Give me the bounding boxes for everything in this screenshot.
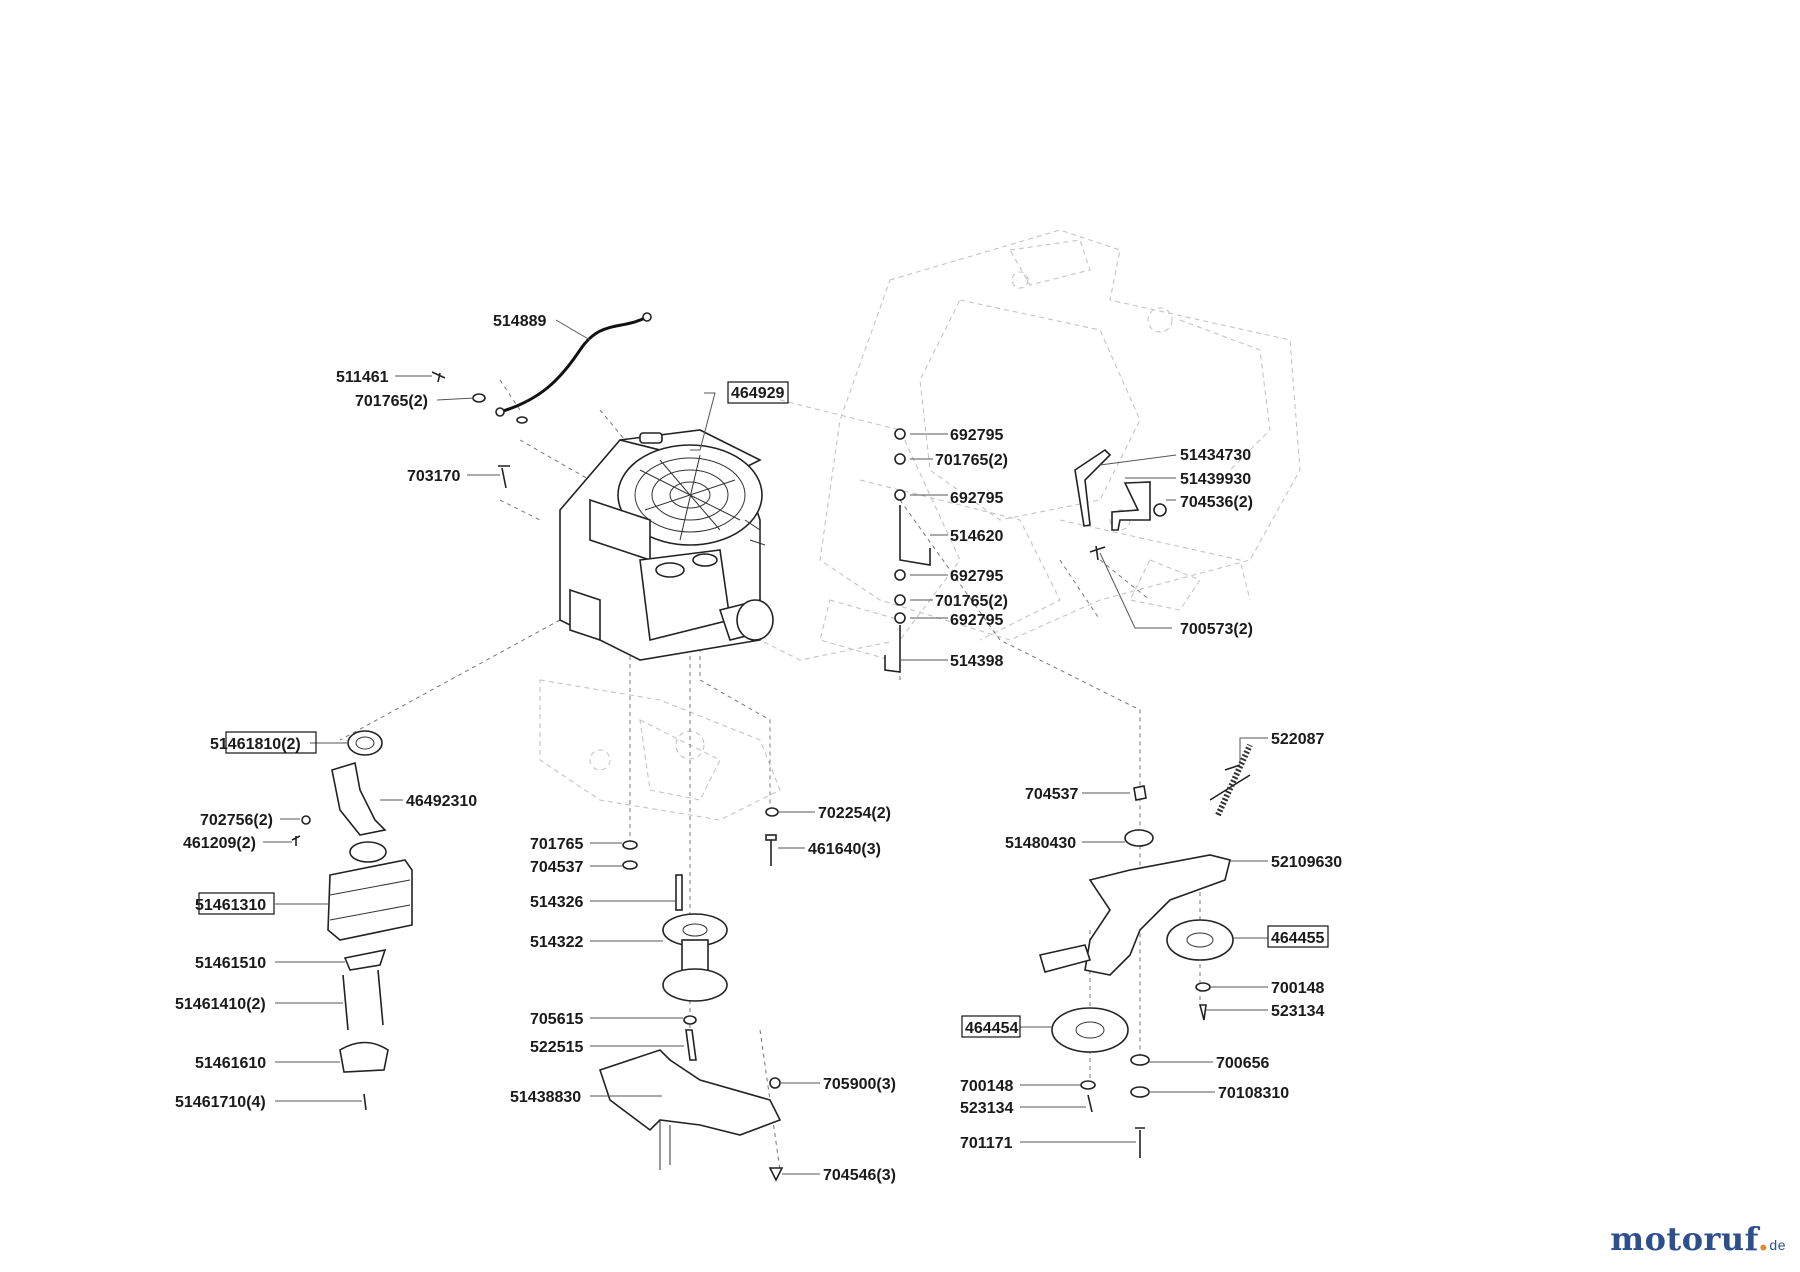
label-522515: 522515 — [530, 1039, 583, 1056]
label-705615: 705615 — [530, 1011, 583, 1028]
watermark-suffix: de — [1769, 1237, 1786, 1253]
label-700148-a: 700148 — [1271, 980, 1324, 997]
label-523134-b: 523134 — [960, 1100, 1013, 1117]
label-514398: 514398 — [950, 653, 1003, 670]
label-46492310: 46492310 — [406, 793, 477, 810]
label-701765-2-b: 701765(2) — [935, 452, 1008, 469]
label-70108310: 70108310 — [1218, 1085, 1289, 1102]
label-51434730: 51434730 — [1180, 447, 1251, 464]
watermark-dot: . — [1757, 1220, 1770, 1258]
watermark-brand: motoruf — [1610, 1220, 1758, 1258]
label-51461710-4: 51461710(4) — [175, 1094, 266, 1111]
part-labels: 514889 511461 701765(2) 464929 703170 69… — [175, 313, 1342, 1184]
brackets — [1074, 448, 1167, 561]
exhaust-parts — [291, 730, 413, 1111]
label-700573-2: 700573(2) — [1180, 621, 1253, 638]
label-461209-2: 461209(2) — [183, 835, 256, 852]
engine-assembly — [559, 429, 774, 661]
label-704537-a: 704537 — [530, 859, 583, 876]
label-704536-2: 704536(2) — [1180, 494, 1253, 511]
label-701171: 701171 — [960, 1135, 1013, 1152]
label-51461410-2: 51461410(2) — [175, 996, 266, 1013]
label-52109630: 52109630 — [1271, 854, 1342, 871]
label-692795-c: 692795 — [950, 568, 1003, 585]
label-514326: 514326 — [530, 894, 583, 911]
label-702254-2: 702254(2) — [818, 805, 891, 822]
label-51439930: 51439930 — [1180, 471, 1251, 488]
label-704537-b: 704537 — [1025, 786, 1078, 803]
label-701765: 701765 — [530, 836, 583, 853]
label-692795-d: 692795 — [950, 612, 1003, 629]
label-51461610: 51461610 — [195, 1055, 266, 1072]
label-514620: 514620 — [950, 528, 1003, 545]
label-701765-2-a: 701765(2) — [355, 393, 428, 410]
label-514322: 514322 — [530, 934, 583, 951]
label-701765-2-c: 701765(2) — [935, 593, 1008, 610]
label-464454: 464454 — [965, 1020, 1018, 1037]
label-703170: 703170 — [407, 468, 460, 485]
center-pulley-assembly — [598, 840, 784, 1182]
label-51461810-2: 51461810(2) — [210, 736, 301, 753]
label-frames — [198, 381, 1329, 1038]
label-51480430: 51480430 — [1005, 835, 1076, 852]
idler-assembly — [1038, 743, 1253, 1158]
rod-hardware — [884, 428, 931, 673]
label-692795-b: 692795 — [950, 490, 1003, 507]
label-51461310: 51461310 — [195, 897, 266, 914]
label-700148-b: 700148 — [960, 1078, 1013, 1095]
label-692795-a: 692795 — [950, 427, 1003, 444]
label-523134-a: 523134 — [1271, 1003, 1324, 1020]
ground-cable — [495, 312, 652, 417]
label-51461510: 51461510 — [195, 955, 266, 972]
label-702756-2: 702756(2) — [200, 812, 273, 829]
label-704546-3: 704546(3) — [823, 1167, 896, 1184]
label-700656: 700656 — [1216, 1055, 1269, 1072]
label-51438830: 51438830 — [510, 1089, 581, 1106]
label-522087: 522087 — [1271, 731, 1324, 748]
motoruf-watermark: motoruf.de — [1610, 1220, 1786, 1258]
label-464455: 464455 — [1271, 930, 1324, 947]
label-461640-3: 461640(3) — [808, 841, 881, 858]
label-511461: 511461 — [336, 369, 389, 386]
assembly-lines — [339, 379, 1201, 1171]
bolt-hardware — [765, 807, 779, 866]
label-705900-3: 705900(3) — [823, 1076, 896, 1093]
leader-lines — [263, 319, 1268, 1175]
label-464929: 464929 — [731, 385, 784, 402]
label-514889: 514889 — [493, 313, 546, 330]
